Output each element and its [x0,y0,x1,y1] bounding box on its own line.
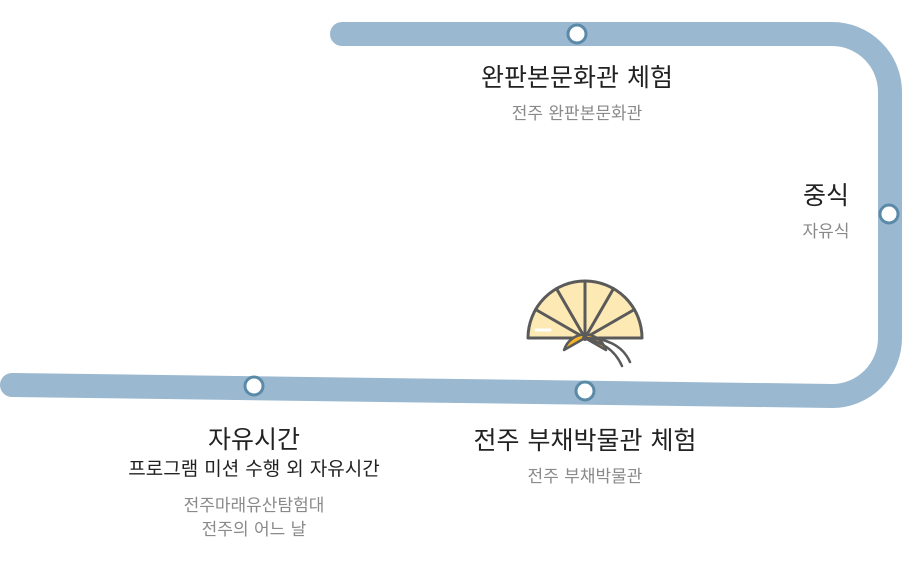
stop-wanpanbon-museum: 완판본문화관 체험 전주 완판본문화관 [481,62,673,126]
fan-rib [534,308,587,340]
station-dot-1 [566,23,588,45]
station-dot-2 [878,203,900,225]
fan-tassel [583,336,632,368]
fan-rivet [582,335,588,341]
fan-rib [555,287,587,340]
route-line [0,22,902,408]
stop-place-1: 전주마래유산탐험대 [183,496,325,516]
stop-place: 자유식 [802,222,850,242]
stop-place: 전주 완판본문화관 [511,104,643,124]
stop-subtitle: 프로그램 미션 수행 외 자유시간 [128,458,380,480]
stop-lunch: 중식 자유식 [803,180,850,244]
fan-rib [583,308,636,340]
stop-title: 자유시간 [207,425,300,454]
stop-title: 중식 [802,181,850,210]
stop-title: 전주 부채박물관 체험 [473,426,697,455]
stop-title: 완판본문화관 체험 [481,63,673,92]
stop-place: 전주 부채박물관 [527,467,643,487]
station-dot-4 [243,375,265,397]
station-dot-3 [574,380,596,402]
fan-ribs [534,279,636,340]
hand-fan-icon [526,279,644,368]
stop-place-2: 전주의 어느 날 [201,520,307,540]
stop-fan-museum: 전주 부채박물관 체험 전주 부채박물관 [474,425,697,489]
stop-free-time: 자유시간 프로그램 미션 수행 외 자유시간 전주마래유산탐험대 전주의 어느 … [128,424,379,542]
fan-rib [583,287,615,340]
